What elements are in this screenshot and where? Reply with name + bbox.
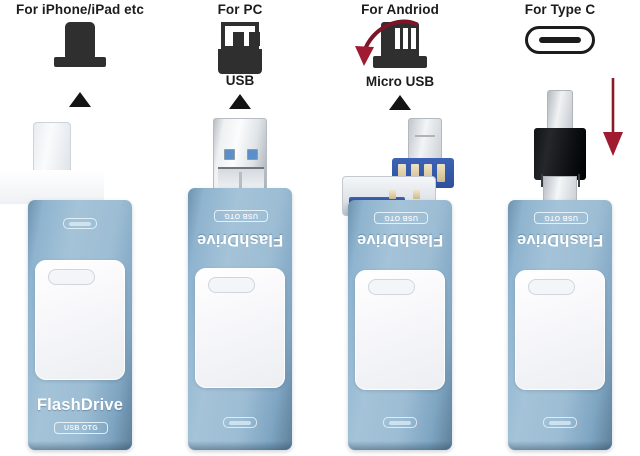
white-label-panel bbox=[355, 270, 445, 390]
white-label-panel bbox=[515, 270, 605, 390]
triangle-up-icon-pc bbox=[160, 94, 320, 109]
type-c-leg bbox=[541, 174, 543, 187]
flash-drive-body-iphone: FlashDrive USB OTG bbox=[28, 200, 132, 450]
micro-usb-adapter bbox=[320, 118, 480, 223]
flash-drive-body-pc: FlashDrive USB OTG bbox=[188, 188, 292, 450]
usb-a-contact-window bbox=[224, 149, 235, 160]
column-title-android: For Andriod bbox=[361, 2, 439, 17]
panel-notch bbox=[368, 279, 415, 295]
brand-label-typec: FlashDrive bbox=[516, 231, 604, 249]
micro-usb-icon-base bbox=[373, 56, 427, 68]
product-column-typec: For Type C FlashDrive USB OTG bbox=[480, 0, 640, 456]
body-slot-mark-bottom bbox=[543, 417, 577, 428]
brand-label-iphone: FlashDrive bbox=[36, 396, 124, 414]
triangle-up-icon-iphone bbox=[0, 92, 160, 107]
usb-icon-pin bbox=[249, 32, 260, 46]
triangle-up-icon-android bbox=[320, 95, 480, 110]
usb-icon-shell bbox=[221, 22, 260, 50]
type-c-connector-icon bbox=[480, 26, 640, 54]
body-slot-mark-top bbox=[63, 218, 97, 229]
column-subtitle-usb: USB bbox=[225, 73, 255, 88]
usb-a-tongue bbox=[218, 167, 264, 189]
flash-drive-body-typec: FlashDrive USB OTG bbox=[508, 200, 612, 450]
lightning-plug-shape bbox=[65, 22, 95, 58]
micro-usb-icon-pin bbox=[403, 28, 408, 49]
panel-notch bbox=[528, 279, 575, 295]
type-c-icon-bar bbox=[539, 37, 581, 43]
otg-badge-typec: USB OTG bbox=[534, 212, 588, 224]
type-c-silver-tip bbox=[543, 176, 577, 202]
type-c-silver-top bbox=[547, 90, 573, 132]
column-subtitle-micro-usb: Micro USB bbox=[365, 74, 435, 89]
flash-drive-body-android: FlashDrive USB OTG bbox=[348, 200, 452, 450]
lightning-connector-icon bbox=[0, 22, 160, 70]
micro-usb-icon-pin bbox=[419, 28, 424, 49]
usb-a-connector-icon bbox=[160, 22, 320, 74]
micro-usb-connector-icon bbox=[320, 22, 480, 72]
white-label-panel bbox=[35, 260, 125, 380]
panel-notch bbox=[208, 277, 255, 293]
column-title-iphone: For iPhone/iPad etc bbox=[16, 2, 144, 17]
curved-red-arrow bbox=[355, 19, 418, 66]
body-slot-mark-bottom bbox=[383, 417, 417, 428]
straight-red-arrow bbox=[603, 78, 623, 156]
body-slot-mark-bottom bbox=[223, 417, 257, 428]
column-title-typec: For Type C bbox=[524, 2, 596, 17]
product-column-pc: For PC USB FlashDrive bbox=[160, 0, 320, 456]
usb-a-metal-shell bbox=[213, 118, 267, 190]
product-column-android: For Andriod Micro USB bbox=[320, 0, 480, 456]
micro-usb-icon-pin bbox=[411, 28, 416, 49]
brand-label-android: FlashDrive bbox=[356, 231, 444, 249]
usb-a-contact-window bbox=[247, 149, 258, 160]
micro-usb-icon-pin bbox=[395, 28, 400, 49]
type-c-black-body bbox=[534, 128, 586, 180]
white-label-panel bbox=[195, 268, 285, 388]
otg-badge-pc: USB OTG bbox=[214, 210, 268, 222]
lightning-base-shape bbox=[54, 57, 106, 67]
column-title-pc: For PC bbox=[217, 2, 263, 17]
usb-icon-body bbox=[218, 49, 262, 74]
usb-icon-pin bbox=[233, 32, 244, 46]
product-column-iphone: For iPhone/iPad etc FlashDrive USB OTG bbox=[0, 0, 160, 456]
brand-label-pc: FlashDrive bbox=[196, 231, 284, 249]
type-c-leg bbox=[578, 174, 580, 187]
lightning-connector bbox=[0, 118, 104, 204]
lightning-white-base bbox=[0, 170, 104, 204]
otg-badge-android: USB OTG bbox=[374, 212, 428, 224]
lightning-metal-tab bbox=[33, 122, 71, 174]
panel-notch bbox=[48, 269, 95, 285]
otg-badge-iphone: USB OTG bbox=[54, 422, 108, 434]
